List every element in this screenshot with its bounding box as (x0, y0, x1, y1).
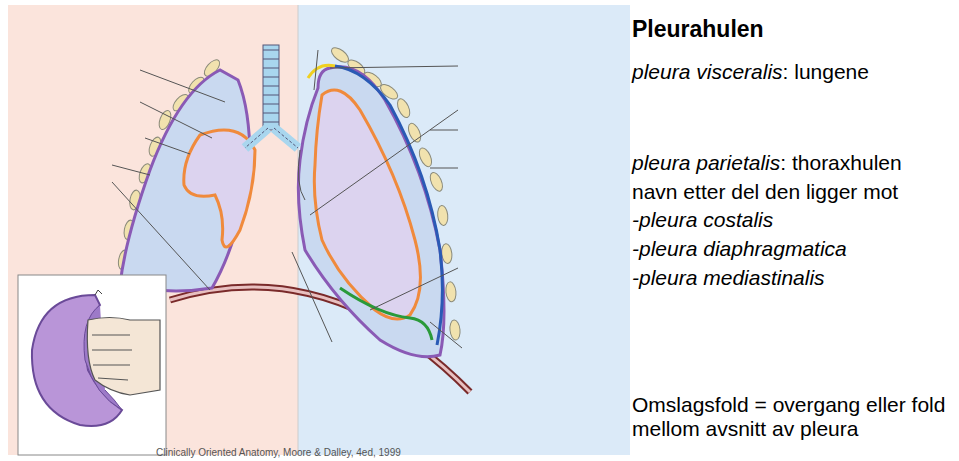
source-credit: Clinically Oriented Anatomy, Moore & Dal… (156, 447, 401, 459)
left-panel (8, 5, 300, 455)
subterm: -pleura costalis (632, 208, 773, 232)
right-lung (314, 90, 420, 319)
subterm: -pleura diaphragmatica (632, 237, 847, 261)
fist-inset (18, 275, 166, 455)
subterm: -pleura mediastinalis (632, 266, 825, 290)
term: pleura parietalis (632, 151, 780, 175)
term-desc: : thoraxhulen (780, 151, 901, 175)
trachea (245, 45, 298, 148)
title: Pleurahulen (632, 16, 764, 42)
note: navn etter del den ligger mot (632, 180, 898, 204)
definition: Omslagsfold = overgang eller fold mellom… (632, 393, 954, 441)
right-pleura (298, 67, 444, 357)
term-desc: : lungene (783, 60, 869, 84)
left-lung (184, 130, 255, 247)
term: pleura visceralis (632, 60, 783, 84)
